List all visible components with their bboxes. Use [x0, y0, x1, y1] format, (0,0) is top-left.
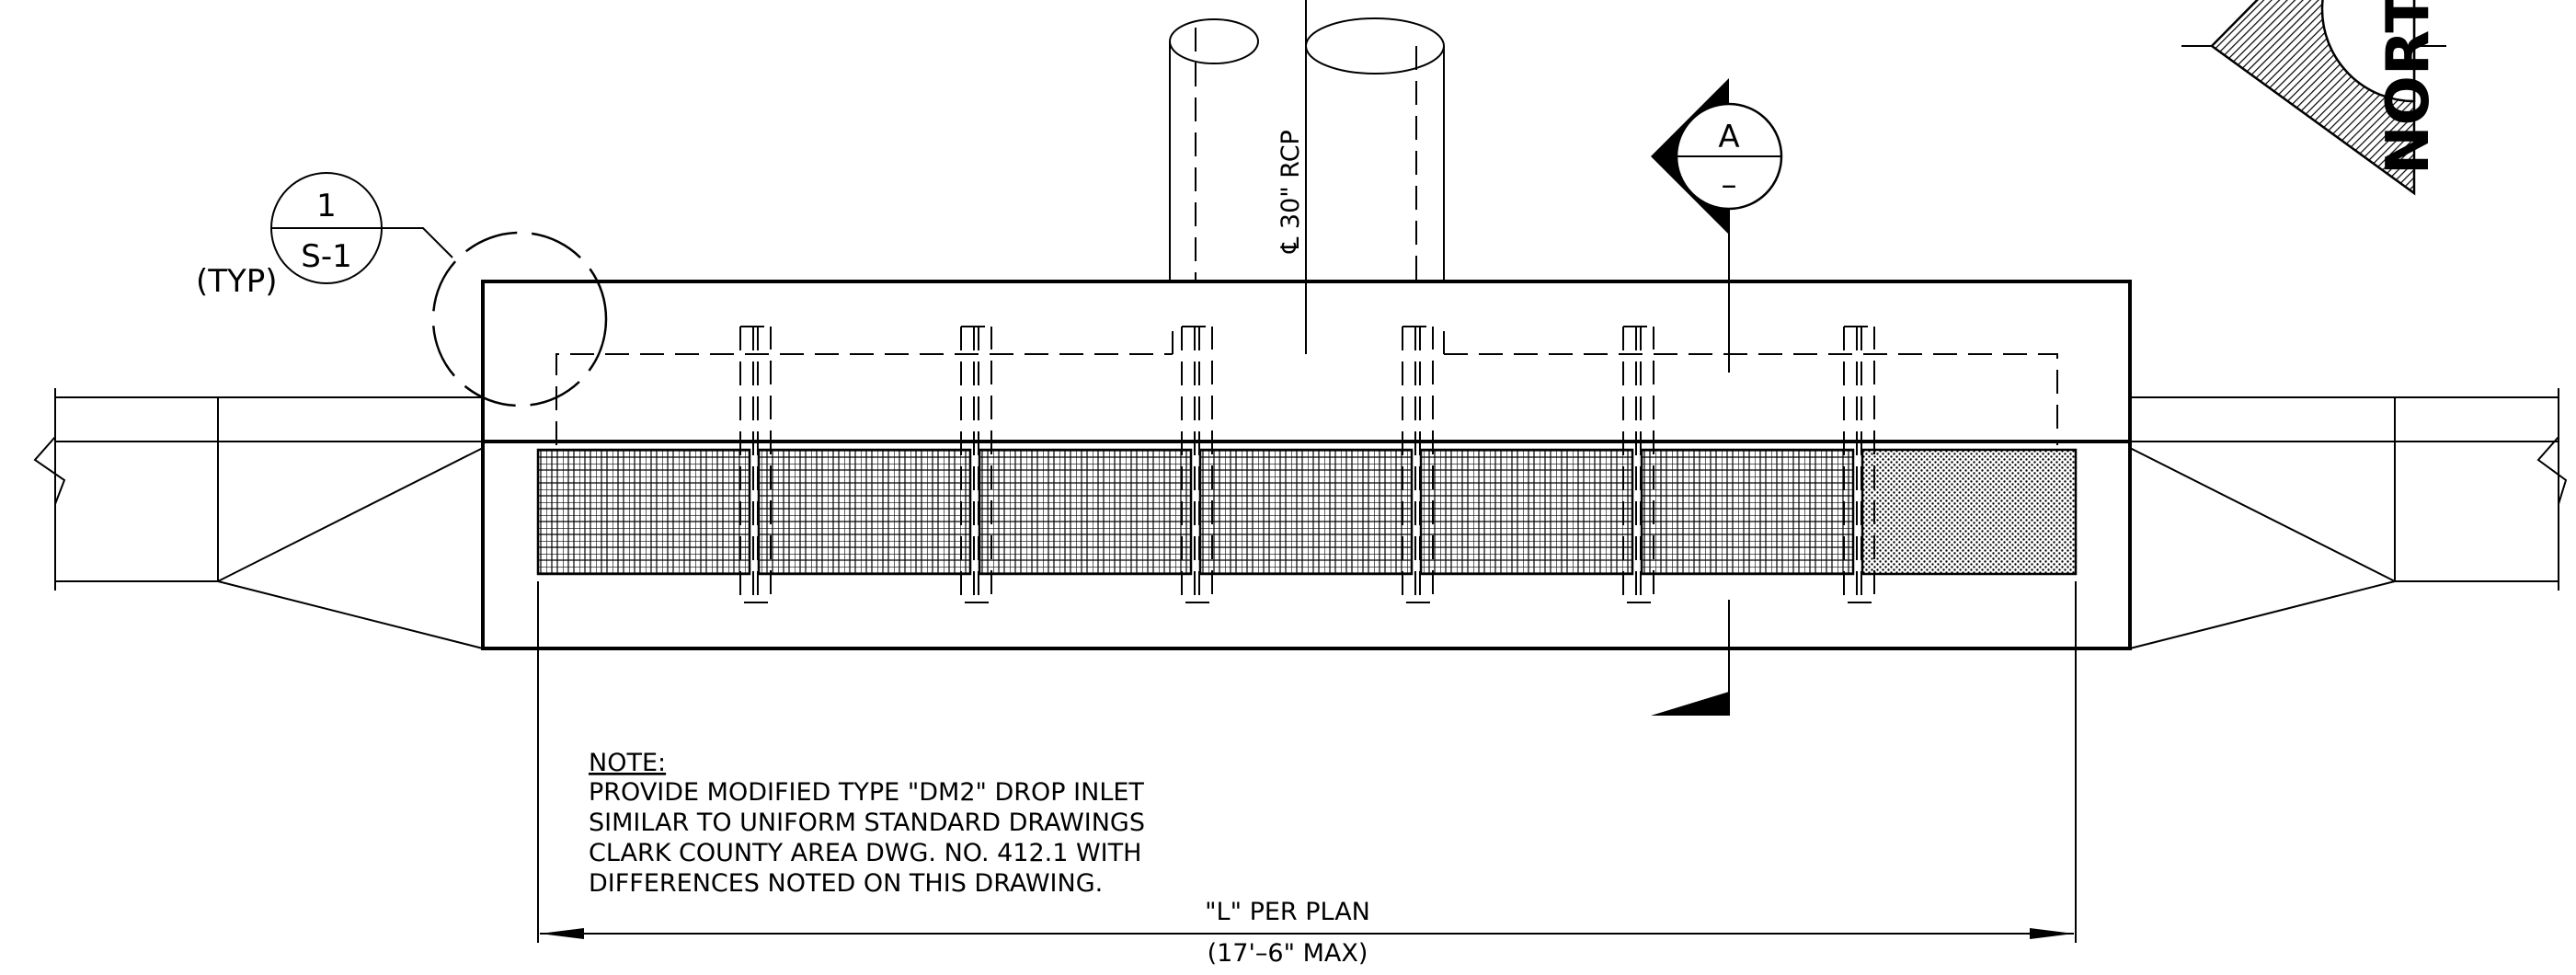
- callout-qualifier: (TYP): [196, 263, 278, 300]
- support-bars: [739, 326, 1875, 603]
- note-line-3: CLARK COUNTY AREA DWG. NO. 412.1 WITH: [589, 839, 1141, 867]
- length-dimension: "L" PER PLAN (17'–6" MAX): [537, 581, 2077, 968]
- callout-sheet: S-1: [301, 238, 351, 275]
- note-line-2: SIMILAR TO UNIFORM STANDARD DRAWINGS: [589, 809, 1145, 837]
- section-sheet: –: [1722, 166, 1737, 203]
- dimension-label: "L" PER PLAN: [1205, 898, 1370, 926]
- pipe-label: ℄ 30" RCP: [1277, 130, 1305, 254]
- north-arrow: NORT: [2181, 0, 2446, 196]
- section-marker[interactable]: A –: [1651, 78, 1783, 716]
- note-line-4: DIFFERENCES NOTED ON THIS DRAWING.: [589, 869, 1103, 898]
- dimension-max: (17'–6" MAX): [1208, 939, 1368, 968]
- note-block: NOTE: PROVIDE MODIFIED TYPE "DM2" DROP I…: [589, 749, 1145, 898]
- left-curb: [33, 388, 484, 649]
- grate-panels: [536, 448, 2078, 576]
- callout-number: 1: [316, 188, 337, 224]
- detail-callout[interactable]: 1 S-1: [270, 172, 608, 407]
- note-line-1: PROVIDE MODIFIED TYPE "DM2" DROP INLET: [589, 778, 1144, 807]
- section-letter: A: [1718, 119, 1739, 155]
- right-curb: [2129, 388, 2568, 649]
- hidden-interior-outline: [555, 331, 2058, 445]
- note-heading: NOTE:: [589, 749, 666, 777]
- rcp-pipe: [1169, 0, 1445, 354]
- north-label: NORT: [2375, 0, 2443, 175]
